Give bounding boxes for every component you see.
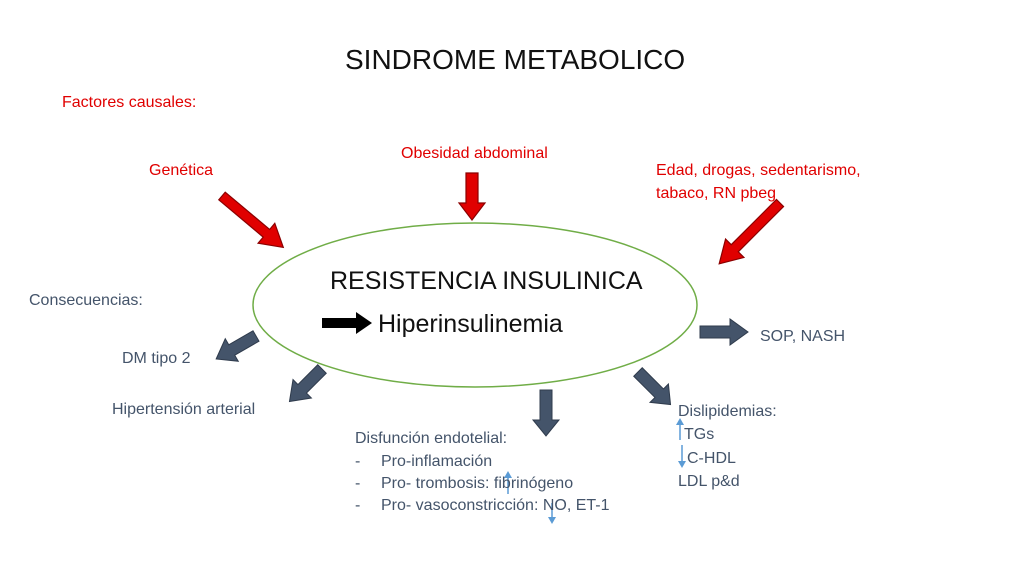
causes-header: Factores causales: (62, 94, 197, 111)
dark-arrow-dislipidemias (633, 367, 672, 406)
consequence-sop: SOP, NASH (760, 328, 846, 345)
list-item: -Pro-inflamación (355, 453, 493, 470)
cause-edad-line2: tabaco, RN pbeg (656, 185, 777, 202)
cause-genetica: Genética (149, 162, 214, 179)
red-arrow-obesidad (457, 172, 487, 221)
consequence-hta: Hipertensión arterial (112, 401, 256, 418)
dislipidemias-tgs: TGs (684, 426, 715, 443)
dark-arrow-sop (699, 318, 749, 346)
dark-arrow-hta (288, 364, 327, 403)
dislipidemias-hdl: C-HDL (687, 450, 736, 467)
cause-obesidad: Obesidad abdominal (401, 145, 548, 162)
disfuncion-header: Disfunción endotelial: (355, 430, 508, 447)
center-main-label: RESISTENCIA INSULINICA (330, 267, 643, 295)
consequence-dm: DM tipo 2 (122, 350, 191, 367)
dark-arrow-disfuncion (531, 389, 561, 437)
down-arrow-hdl-icon (678, 445, 686, 468)
dislipidemias-header: Dislipidemias: (678, 403, 777, 420)
consequences-header: Consecuencias: (29, 292, 143, 309)
red-arrow-genetica (217, 191, 285, 249)
resistance-ellipse (252, 222, 698, 388)
cause-edad-line1: Edad, drogas, sedentarismo, (656, 162, 861, 179)
up-arrow-fibrinogeno-icon (504, 471, 512, 494)
up-arrow-tgs-icon (676, 418, 684, 440)
dislipidemias-ldl: LDL p&d (678, 473, 740, 490)
center-sub-label: Hiperinsulinemia (378, 310, 563, 338)
dark-arrow-dm (215, 330, 260, 362)
down-arrow-no-icon (548, 503, 556, 524)
list-item: -Pro- trombosis: fibrinógeno (355, 475, 574, 492)
disfuncion-list: -Pro-inflamación -Pro- trombosis: fibrin… (355, 451, 610, 517)
red-arrow-edad (718, 198, 785, 265)
list-item: -Pro- vasoconstricción: NO, ET-1 (355, 497, 610, 514)
page-title: SINDROME METABOLICO (345, 44, 686, 75)
black-arrow-hiperinsulinemia (322, 312, 372, 334)
